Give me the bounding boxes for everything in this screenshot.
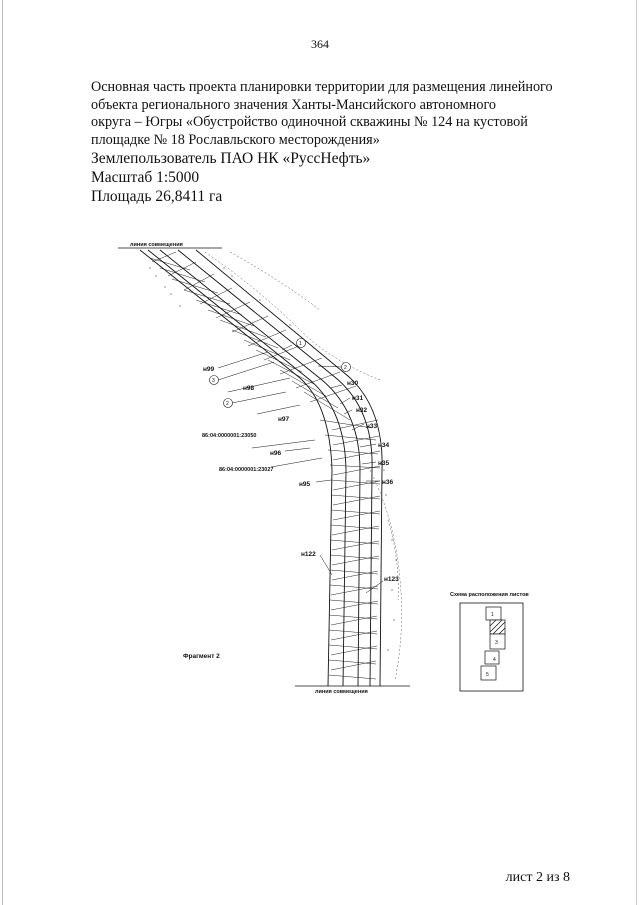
circle-marker-1 [296,338,306,348]
sheet-cell-5 [480,665,497,681]
sheet-counter: лист 2 из 8 [505,870,570,885]
point-label-n96: н96 [270,450,282,457]
title-line-3: округа – Югры «Обустройство одиночной ск… [91,114,528,130]
sheet-scheme-title: Схема расположения листов [450,592,529,598]
point-label-n122: н122 [301,551,316,558]
corridor-hatching [149,251,381,680]
title-line-2: объекта регионального значения Ханты-Ман… [91,96,497,113]
land-user: Землепользователь ПАО НК «РуссНефть» [91,150,371,167]
top-match-line-label: линия совмещения [130,242,183,248]
bottom-match-line-label: линия совмещения [315,689,368,695]
point-label-n95: н95 [299,481,311,488]
circle-marker-2b-label: 2 [226,401,229,407]
point-label-n98: н98 [243,385,255,392]
circle-marker-2b [223,398,233,408]
page-right-edge [636,0,637,905]
leader-lines [217,344,384,594]
point-label-n36: н36 [382,479,394,486]
sheet-cell-2 [489,619,506,635]
cadastral-label-1: 86:04:0000001:23050 [202,433,256,439]
sheet-scheme-sheets [480,606,506,681]
sheet-cell-5-label: 5 [486,672,489,678]
point-label-n97: н97 [278,416,290,423]
corridor-boundaries [139,249,383,687]
point-label-n31: н31 [352,395,364,402]
point-label-n33: н33 [366,423,378,430]
sheet-cell-3 [489,633,506,650]
title-line-1: Основная часть проекта планировки террит… [91,79,553,95]
title-line-4: площадке № 18 Рославльского месторождени… [91,131,380,148]
header-block: Основная часть проекта планировки террит… [91,79,561,206]
circle-marker-2 [341,362,351,372]
point-label-n34: н34 [378,442,390,449]
circle-marker-3 [209,375,219,385]
sheet-cell-4 [484,650,500,665]
sheet-cell-4-label: 4 [493,657,496,663]
cadastral-label-2: 86:04:0000001:23027 [219,467,273,473]
circle-marker-3-label: 3 [212,378,215,384]
point-label-n32: н32 [356,407,368,414]
point-label-n35: н35 [378,460,390,467]
page-number: 364 [311,37,329,51]
point-label-n123: н123 [384,576,399,583]
circle-marker-2-label: 2 [344,365,347,371]
area: Площадь 26,8411 га [91,188,223,205]
sheet-cell-2-hatch [489,619,506,635]
fragment-label: Фрагмент 2 [183,653,220,660]
sheet-cell-3-label: 3 [495,640,498,646]
scale: Масштаб 1:5000 [91,169,200,186]
page-left-edge [2,0,3,905]
point-label-n30: н30 [347,380,359,387]
sheet-cell-1-label: 1 [491,612,494,618]
sheet-scheme-frame [459,602,524,692]
circle-marker-1-label: 1 [299,341,302,347]
circle-markers [209,338,351,408]
point-label-n99: н99 [203,366,215,373]
